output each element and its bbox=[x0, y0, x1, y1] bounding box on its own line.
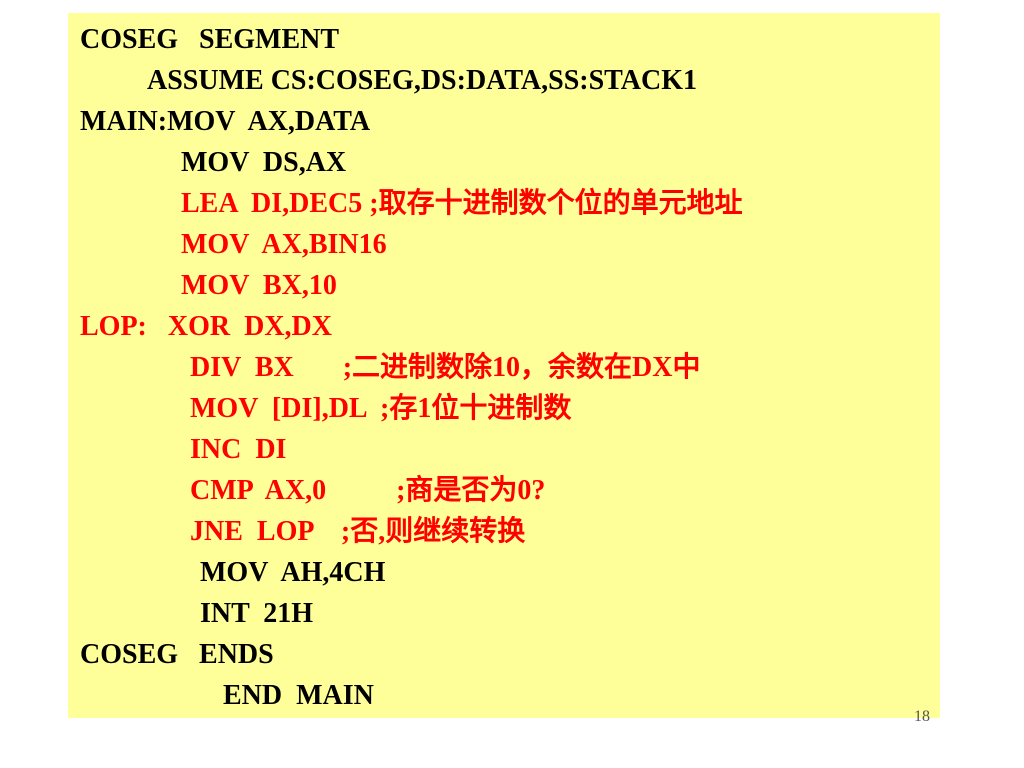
code-line-12: CMP AX,0 ;商是否为0? bbox=[190, 475, 546, 506]
code-line-10: MOV [DI],DL ;存1位十进制数 bbox=[190, 393, 572, 424]
code-line-5: LEA DI,DEC5 ;取存十进制数个位的单元地址 bbox=[181, 188, 743, 219]
code-line-17: END MAIN bbox=[223, 680, 374, 711]
page-number: 18 bbox=[914, 708, 930, 725]
code-line-14: MOV AH,4CH bbox=[200, 557, 386, 588]
code-panel: COSEG SEGMENT ASSUME CS:COSEG,DS:DATA,SS… bbox=[68, 13, 940, 718]
code-line-11: INC DI bbox=[190, 434, 287, 465]
code-line-7: MOV BX,10 bbox=[181, 270, 337, 301]
code-line-16: COSEG ENDS bbox=[80, 639, 274, 670]
code-line-9: DIV BX ;二进制数除10，余数在DX中 bbox=[190, 352, 701, 383]
code-line-1: COSEG SEGMENT bbox=[80, 24, 340, 55]
code-line-2: ASSUME CS:COSEG,DS:DATA,SS:STACK1 bbox=[147, 65, 697, 96]
code-line-15: INT 21H bbox=[200, 598, 314, 629]
code-line-4: MOV DS,AX bbox=[181, 147, 347, 178]
code-line-3: MAIN:MOV AX,DATA bbox=[80, 106, 371, 137]
code-line-13: JNE LOP ;否,则继续转换 bbox=[190, 516, 526, 547]
code-line-6: MOV AX,BIN16 bbox=[181, 229, 387, 260]
code-line-8: LOP: XOR DX,DX bbox=[80, 311, 332, 342]
